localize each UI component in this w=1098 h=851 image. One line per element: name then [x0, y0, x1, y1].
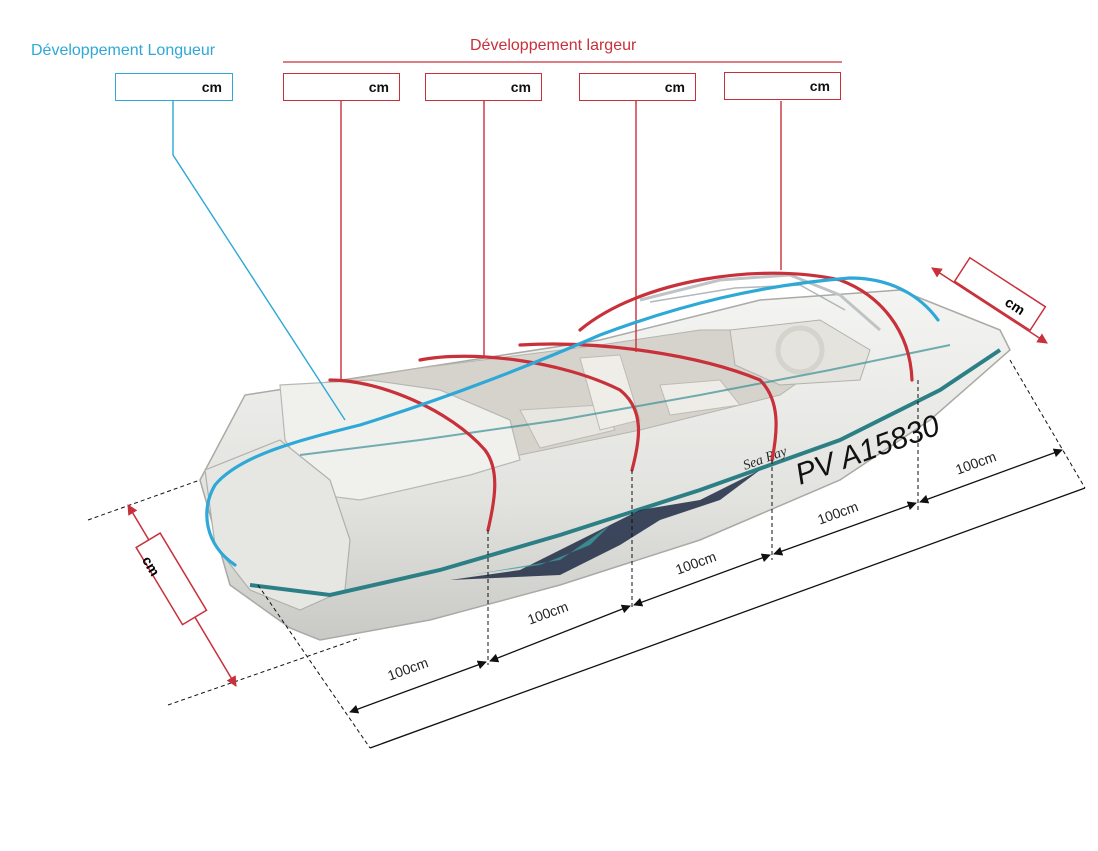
bow-dimension	[931, 256, 1048, 344]
length-unit: cm	[201, 79, 222, 95]
length-input[interactable]	[130, 78, 198, 96]
width-unit-3: cm	[664, 79, 685, 95]
length-field[interactable]: cm	[115, 73, 233, 101]
width-arcs	[328, 271, 914, 532]
length-title: Développement Longueur	[31, 42, 216, 59]
width-field-1[interactable]: cm	[283, 73, 400, 101]
length-curve	[205, 276, 940, 567]
width-title: Développement largeur	[470, 37, 637, 54]
width-field-2[interactable]: cm	[425, 73, 542, 101]
width-input-1[interactable]	[297, 78, 365, 96]
boat-illustration: PV A15830 Sea Ray	[199, 273, 1011, 641]
width-unit-4: cm	[809, 78, 830, 94]
width-field-3[interactable]: cm	[579, 73, 696, 101]
dashed-leaders	[87, 359, 1086, 749]
width-input-4[interactable]	[738, 77, 806, 95]
width-unit-2: cm	[510, 79, 531, 95]
length-leader	[172, 101, 346, 421]
width-unit-1: cm	[368, 79, 389, 95]
width-leaders	[340, 101, 782, 380]
width-input-3[interactable]	[593, 78, 661, 96]
width-field-4[interactable]: cm	[724, 72, 841, 100]
height-dimension	[127, 504, 237, 687]
segment-arrows	[349, 448, 1086, 749]
width-input-2[interactable]	[439, 78, 507, 96]
